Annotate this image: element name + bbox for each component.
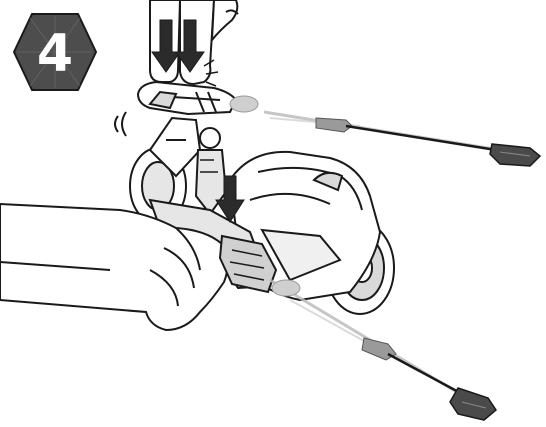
- projectile-icon: [490, 144, 540, 166]
- vibration-icon: [115, 112, 126, 136]
- projectile-icon: [450, 388, 496, 420]
- top-launcher: [138, 82, 236, 114]
- top-muzzle-flash: [230, 96, 258, 112]
- step-badge: 4: [14, 14, 96, 90]
- step-number: 4: [37, 24, 73, 84]
